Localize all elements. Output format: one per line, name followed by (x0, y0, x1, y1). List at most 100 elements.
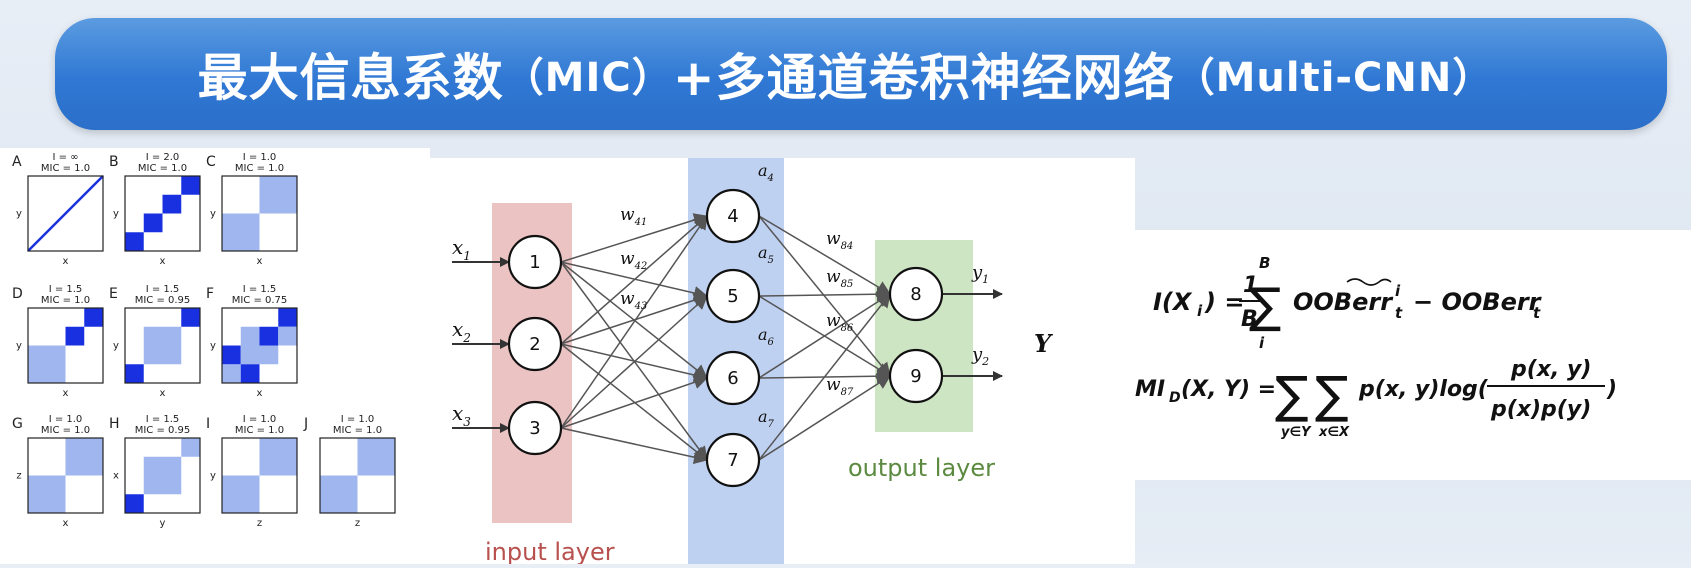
cell-border (319, 437, 396, 514)
svg-text:(X, Y) =: (X, Y) = (1181, 377, 1276, 402)
cell-i-label: I = 1.0 (341, 414, 375, 425)
light-block (240, 345, 260, 365)
svg-text:OOBerr: OOBerr (1293, 288, 1394, 316)
cell-i-label: I = 1.0 (49, 414, 83, 425)
cell-border (221, 437, 298, 514)
light-block (259, 345, 279, 365)
node-circle (507, 234, 563, 290)
cell-ylabel: y (210, 341, 216, 352)
output-label: y1 (971, 262, 989, 286)
cell-i-label: I = 1.5 (146, 414, 180, 425)
connection-edge (560, 295, 708, 429)
cell-ylabel: z (16, 471, 21, 482)
cell-letter: H (109, 416, 120, 432)
light-block (28, 475, 66, 513)
diagonal-line (27, 175, 104, 252)
node-label: 8 (910, 284, 921, 305)
light-block (259, 438, 297, 476)
light-block (222, 213, 260, 251)
connection-edge (560, 215, 708, 429)
cell-border (124, 307, 201, 384)
dark-block (181, 176, 200, 195)
title-banner (55, 18, 1667, 130)
output-node-8: 8 (888, 266, 944, 322)
input-label: x1 (452, 235, 471, 263)
weight-subscript: 41 (634, 217, 648, 228)
connection-edge (758, 215, 891, 295)
light-block (259, 176, 297, 214)
cell-xlabel: z (355, 518, 360, 529)
light-block (181, 438, 200, 457)
svg-text:∑: ∑ (1275, 366, 1309, 424)
cell-letter: G (12, 416, 23, 432)
connection-edge (560, 261, 708, 300)
dark-block (222, 345, 241, 365)
svg-text:∑: ∑ (1315, 366, 1349, 424)
node-circle (705, 350, 761, 406)
weight-in-label: w41 (620, 205, 647, 228)
svg-text:t: t (1533, 304, 1541, 322)
node-circle (705, 268, 761, 324)
cell-letter: J (303, 416, 308, 432)
input-label: x2 (452, 317, 471, 345)
input-node-2: 2 (507, 316, 563, 372)
dark-block (143, 213, 163, 233)
neural-network-diagram: x1x2x3y1y2123456789a4a5a6a7w41w42w43w84w… (398, 158, 1054, 566)
output-subscript: 2 (981, 355, 989, 368)
cell-mic-label: MIC = 1.0 (41, 163, 90, 174)
cell-border (27, 175, 104, 252)
cell-letter: I (206, 416, 210, 432)
dark-block (125, 232, 144, 251)
light-block (240, 326, 260, 346)
title-part2: +多通道卷积神经网络 (672, 49, 1175, 107)
svg-text:p(x, y): p(x, y) (1510, 357, 1591, 382)
cell-xlabel: x (160, 388, 166, 399)
dark-block (240, 364, 260, 383)
cell-xlabel: x (257, 256, 263, 267)
input-layer-caption: input layer (485, 538, 615, 564)
cell-xlabel: x (257, 388, 263, 399)
connection-edge (758, 293, 891, 461)
weight-subscript: 43 (634, 301, 648, 312)
cell-ylabel: y (210, 471, 216, 482)
network-output-label: Y (1034, 329, 1054, 358)
cell-mic-label: MIC = 0.95 (135, 425, 191, 436)
svg-text:− OOBerr: − OOBerr (1413, 288, 1543, 316)
node-circle (888, 348, 944, 404)
weight-out-label: w86 (826, 311, 854, 334)
svg-text:y∈Y: y∈Y (1281, 425, 1312, 440)
light-block (143, 456, 182, 495)
svg-text:p(x, y)log(: p(x, y)log( (1358, 377, 1489, 402)
title-part1: 最大信息系数 (197, 49, 504, 107)
cell-letter: B (109, 154, 119, 170)
weight-subscript: 84 (841, 241, 854, 252)
cell-mic-label: MIC = 1.0 (235, 163, 284, 174)
hidden-node-4: 4 (705, 188, 761, 244)
connection-edge (758, 215, 891, 377)
cell-ylabel: y (16, 341, 22, 352)
cell-mic-label: MIC = 1.0 (41, 425, 90, 436)
cell-mic-label: MIC = 1.0 (138, 163, 187, 174)
page-title: 最大信息系数 （MIC） +多通道卷积神经网络 （Multi-CNN） (0, 18, 1691, 130)
cell-border (27, 437, 104, 514)
connection-edge (560, 375, 708, 429)
weight-out-label: w84 (826, 229, 853, 252)
node-label: 9 (910, 366, 921, 387)
node-label: 7 (727, 450, 738, 471)
hidden-node-5: 5 (705, 268, 761, 324)
cell-xlabel: x (63, 256, 69, 267)
svg-text:i: i (1197, 302, 1203, 320)
cell-xlabel: x (63, 518, 69, 529)
weight-out-label: w87 (826, 375, 854, 398)
input-node-3: 3 (507, 400, 563, 456)
svg-text:i: i (1259, 334, 1265, 352)
output-node-9: 9 (888, 348, 944, 404)
connection-edge (560, 293, 708, 345)
light-block (143, 326, 182, 365)
svg-text:MI: MI (1135, 377, 1165, 402)
